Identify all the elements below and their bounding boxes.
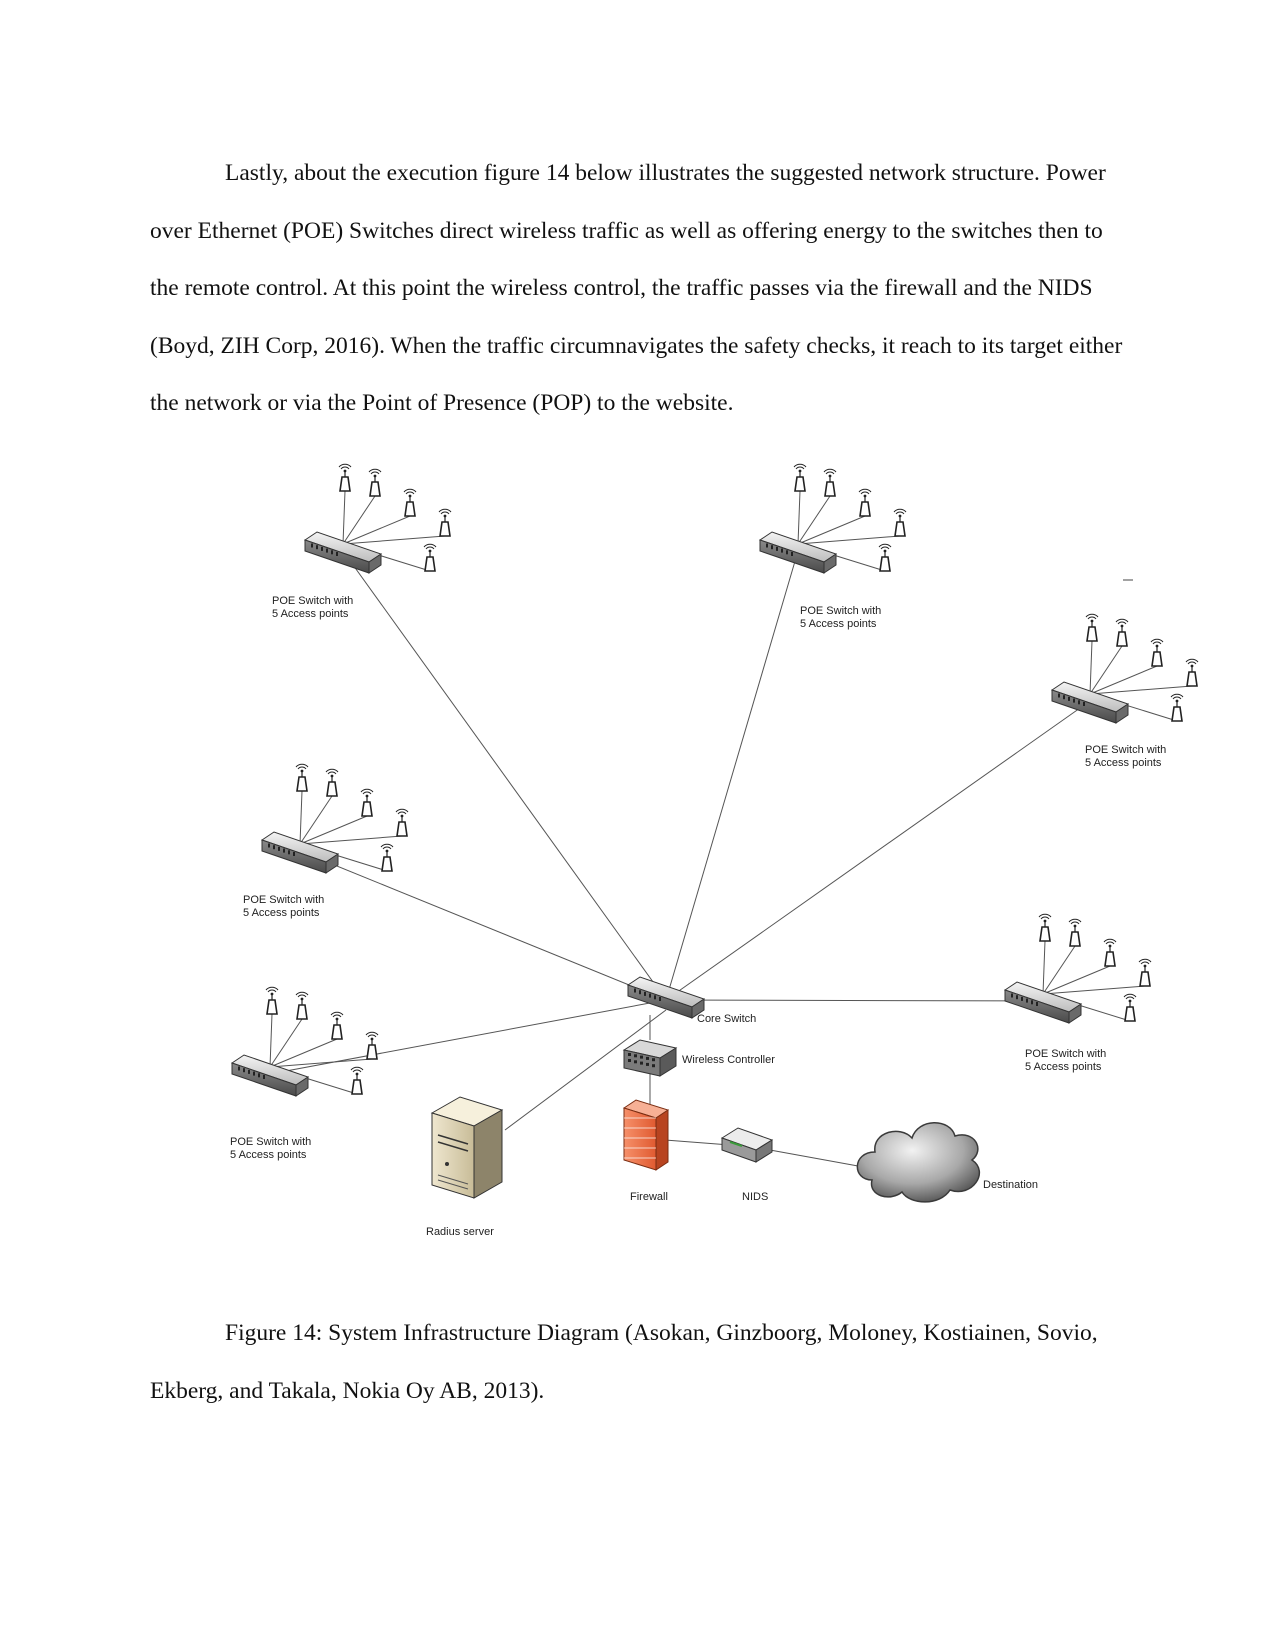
access-point-icon xyxy=(403,488,417,517)
wireless-controller-icon xyxy=(622,1039,678,1077)
core-to-radius-link xyxy=(504,1009,667,1131)
access-point-icon xyxy=(1123,993,1137,1022)
ap-link xyxy=(342,515,411,545)
poe-switch-label: POE Switch with xyxy=(243,894,324,906)
access-point-icon xyxy=(330,1011,344,1040)
poe-switch-sublabel: 5 Access points xyxy=(800,618,877,630)
poe-switch-sublabel: 5 Access points xyxy=(272,608,349,620)
poe-to-core-link xyxy=(665,700,1091,1001)
ap-link xyxy=(797,535,901,545)
access-point-icon xyxy=(1115,618,1129,647)
access-point-icon xyxy=(423,543,437,572)
ap-link xyxy=(269,1058,373,1068)
figure-caption: Figure 14: System Infrastructure Diagram… xyxy=(150,1305,1130,1420)
ap-link xyxy=(1042,965,1111,995)
poe-switch-sublabel: 5 Access points xyxy=(230,1149,307,1161)
access-point-icon xyxy=(265,986,279,1015)
poe-to-core-link xyxy=(665,999,1044,1002)
access-point-icon xyxy=(1038,913,1052,942)
poe-switch-label: POE Switch with xyxy=(1085,744,1166,756)
ap-link xyxy=(342,535,446,545)
access-point-icon xyxy=(295,763,309,792)
access-point-icon xyxy=(1150,638,1164,667)
access-point-icon xyxy=(1068,918,1082,947)
poe-to-core-link xyxy=(665,550,799,1001)
ap-link xyxy=(797,490,801,545)
poe-to-core-link xyxy=(299,850,667,1001)
ap-link xyxy=(269,1018,303,1068)
access-point-icon xyxy=(438,508,452,537)
poe-switch-label: POE Switch with xyxy=(230,1136,311,1148)
ap-link xyxy=(269,1038,338,1068)
body-text: Lastly, about the execution figure 14 be… xyxy=(150,160,1123,416)
firewall-to-nids-link xyxy=(664,1139,731,1146)
ap-link xyxy=(1089,640,1093,695)
access-point-icon xyxy=(350,1066,364,1095)
access-point-icon xyxy=(1170,693,1184,722)
access-point-icon xyxy=(793,463,807,492)
nids-label: NIDS xyxy=(742,1191,768,1203)
access-point-icon xyxy=(1138,958,1152,987)
poe-switch-label: POE Switch with xyxy=(272,595,353,607)
poe-to-core-link xyxy=(269,999,667,1075)
ap-link xyxy=(1089,665,1158,695)
access-point-icon xyxy=(338,463,352,492)
access-point-icon xyxy=(893,508,907,537)
poe-switch-label: POE Switch with xyxy=(800,605,881,617)
access-point-icon xyxy=(365,1031,379,1060)
ap-link xyxy=(299,790,303,845)
ap-link xyxy=(797,515,866,545)
core-switch-icon xyxy=(627,976,705,1019)
poe-switch-label: POE Switch with xyxy=(1025,1048,1106,1060)
core-switch-label: Core Switch xyxy=(697,1013,756,1025)
ap-link xyxy=(1042,985,1146,995)
ap-link xyxy=(299,795,333,845)
ap-link xyxy=(299,815,368,845)
ap-link xyxy=(797,495,831,545)
ap-link xyxy=(342,495,376,545)
access-point-icon xyxy=(360,788,374,817)
access-point-icon xyxy=(1085,613,1099,642)
server-icon xyxy=(430,1096,504,1199)
access-point-icon xyxy=(325,768,339,797)
access-point-icon xyxy=(395,808,409,837)
access-point-icon xyxy=(380,843,394,872)
body-paragraph: Lastly, about the execution figure 14 be… xyxy=(150,145,1130,433)
access-point-icon xyxy=(1103,938,1117,967)
connection-lines xyxy=(269,490,1193,1171)
access-point-icon xyxy=(368,468,382,497)
access-point-icon xyxy=(823,468,837,497)
ap-link xyxy=(1089,685,1193,695)
poe-switch-sublabel: 5 Access points xyxy=(243,907,320,919)
access-point-icon xyxy=(1185,658,1199,687)
destination-label: Destination xyxy=(983,1179,1038,1191)
ap-link xyxy=(1089,645,1123,695)
ap-link xyxy=(269,1013,273,1068)
nids-icon xyxy=(720,1127,774,1163)
wireless-controller-label: Wireless Controller xyxy=(682,1054,775,1066)
poe-switch-sublabel: 5 Access points xyxy=(1085,757,1162,769)
poe-to-core-link xyxy=(342,550,667,1001)
poe-switch-sublabel: 5 Access points xyxy=(1025,1061,1102,1073)
caption-text: Figure 14: System Infrastructure Diagram… xyxy=(150,1320,1098,1404)
ap-link xyxy=(1042,940,1046,995)
ap-link xyxy=(299,835,403,845)
radius-server-label: Radius server xyxy=(426,1226,494,1238)
ap-link xyxy=(1042,945,1076,995)
firewall-icon xyxy=(622,1099,670,1171)
ap-link xyxy=(342,490,346,545)
access-point-icon xyxy=(858,488,872,517)
access-point-icon xyxy=(295,991,309,1020)
cloud-icon xyxy=(856,1122,980,1203)
firewall-label: Firewall xyxy=(630,1191,668,1203)
access-point-icon xyxy=(878,543,892,572)
